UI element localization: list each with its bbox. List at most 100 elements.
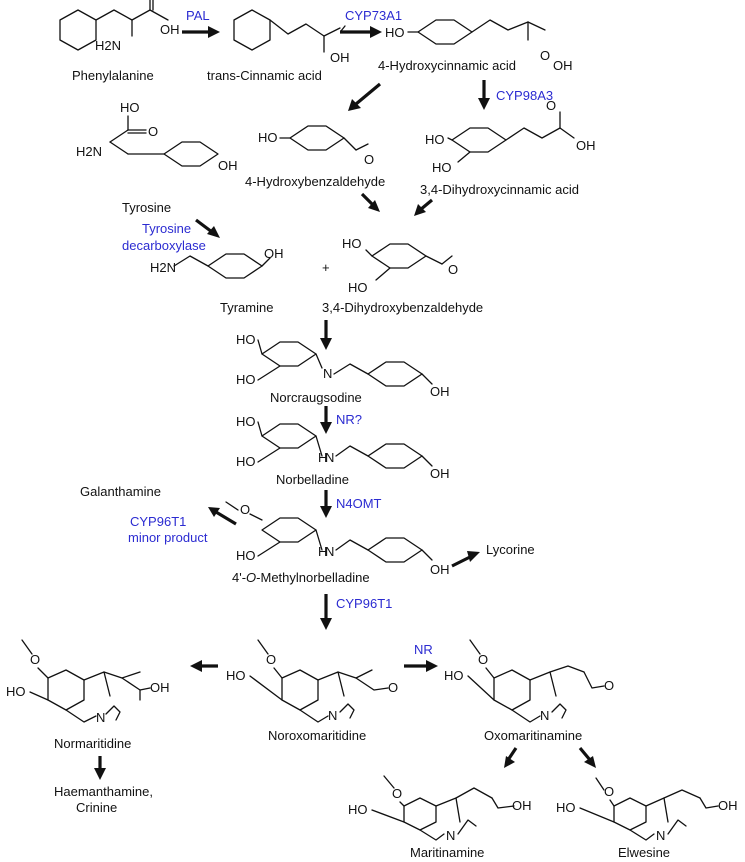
elwesine-structure: O HO OH N — [556, 777, 738, 843]
enzyme-cyp96t1-minor-1: CYP96T1 — [130, 514, 186, 529]
o-label: O — [240, 502, 250, 517]
amine-label: H2N — [150, 260, 176, 275]
o-label: O — [30, 652, 40, 667]
oh-label: OH — [718, 798, 738, 813]
ho-label: HO — [342, 236, 362, 251]
cyp96t1-arrow — [320, 594, 332, 630]
ho-label: HO — [444, 668, 464, 683]
oh-label: OH — [150, 680, 170, 695]
nr-q-arrow — [320, 406, 332, 434]
dihydroxybenzaldehyde-structure: HO HO O — [342, 236, 458, 295]
h-label: H — [318, 544, 327, 559]
dihydroxycinnamic-acid-label: 3,4-Dihydroxycinnamic acid — [420, 182, 579, 197]
o-label: O — [604, 784, 614, 799]
enzyme-cyp98a3: CYP98A3 — [496, 88, 553, 103]
hydroxybenzaldehyde-label: 4-Hydroxybenzaldehyde — [245, 174, 385, 189]
norbelladine-label: Norbelladine — [276, 472, 349, 487]
ho-label: HO — [236, 548, 256, 563]
dihydroxybenzaldehyde-label: 3,4-Dihydroxybenzaldehyde — [322, 300, 483, 315]
n-label: N — [656, 828, 665, 843]
haemanthamine-label-1: Haemanthamine, — [54, 784, 153, 799]
ho-label: HO — [348, 280, 368, 295]
o-label: O — [540, 48, 550, 63]
enzyme-nr: NR — [414, 642, 433, 657]
ho-label: HO — [258, 130, 278, 145]
oh-label: OH — [264, 246, 284, 261]
normaritidine-structure: O HO OH N — [6, 639, 170, 725]
lycorine-label: Lycorine — [486, 542, 535, 557]
tyramine-structure: H2N OH — [150, 246, 284, 279]
n-label: N — [325, 450, 334, 465]
tyrosine-label: Tyrosine — [122, 200, 171, 215]
hydroxycinnamic-acid-label: 4-Hydroxycinnamic acid — [378, 58, 516, 73]
hydroxycinnamic-structure: HO O — [385, 19, 550, 63]
noroxomaritidine-structure: O HO O N — [226, 639, 398, 723]
methylnorbelladine-structure: O HO H N OH — [225, 501, 450, 577]
trans-cinnamic-structure: OH — [233, 9, 350, 65]
o-label: O — [364, 152, 374, 167]
to-norcraugsodine-arrow — [320, 320, 332, 350]
h-label: H — [318, 450, 327, 465]
ho-label: HO — [120, 100, 140, 115]
enzyme-cyp96t1: CYP96T1 — [336, 596, 392, 611]
oh-label: OH — [330, 50, 350, 65]
tyramine-label: Tyramine — [220, 300, 273, 315]
to-elwesine-arrow — [578, 746, 596, 768]
ho-label: HO — [432, 160, 452, 175]
n-label: N — [446, 828, 455, 843]
ho-label: HO — [385, 25, 405, 40]
nr-arrow — [404, 660, 438, 672]
to-dihydroxybenzaldehyde-arrow-right — [414, 198, 434, 216]
to-normaritidine-arrow — [190, 660, 218, 672]
ho-label: HO — [348, 802, 368, 817]
normaritidine-label: Normaritidine — [54, 736, 131, 751]
n-label: N — [540, 708, 549, 723]
amine-label: H2N — [95, 38, 121, 53]
o-label: O — [478, 652, 488, 667]
oh-label: OH — [553, 58, 573, 73]
enzyme-cyp73a1: CYP73A1 — [345, 8, 402, 23]
to-maritinamine-arrow — [504, 747, 518, 768]
maritinamine-label: Maritinamine — [410, 845, 484, 860]
n-label: N — [96, 710, 105, 725]
tyrosine-decarboxylase-arrow — [195, 218, 220, 238]
hydroxybenzaldehyde-structure: HO O — [258, 125, 374, 167]
o-label: O — [604, 678, 614, 693]
o-label: O — [266, 652, 276, 667]
norcraugsodine-label: Norcraugsodine — [270, 390, 362, 405]
galanthamine-label: Galanthamine — [80, 484, 161, 499]
maritinamine-structure: O HO OH N — [348, 775, 532, 843]
oh-label: OH — [160, 22, 180, 37]
o-label: O — [388, 680, 398, 695]
dihydroxycinnamic-structure: HO HO O OH — [425, 98, 596, 175]
ho-label: HO — [556, 800, 576, 815]
amine-label: H2N — [76, 144, 102, 159]
enzyme-cyp96t1-minor-2: minor product — [128, 530, 208, 545]
plus-sign: + — [322, 260, 330, 275]
oxomaritinamine-label: Oxomaritinamine — [484, 728, 582, 743]
to-hydroxybenzaldehyde-arrow — [348, 82, 382, 111]
to-haemanthamine-arrow — [94, 756, 106, 780]
to-dihydroxybenzaldehyde-arrow-left — [360, 192, 380, 212]
oh-label: OH — [512, 798, 532, 813]
o-label: O — [148, 124, 158, 139]
oh-label: OH — [430, 466, 450, 481]
ho-label: HO — [6, 684, 26, 699]
ho-label: HO — [236, 332, 256, 347]
enzyme-pal: PAL — [186, 8, 210, 23]
oxomaritinamine-structure: O HO O N — [444, 639, 614, 723]
o-label: O — [546, 98, 556, 113]
o-label: O — [392, 786, 402, 801]
trans-cinnamic-acid-label: trans-Cinnamic acid — [207, 68, 322, 83]
n-label: N — [328, 708, 337, 723]
n-label: N — [323, 366, 332, 381]
enzyme-tyrosine-decarboxylase-2: decarboxylase — [122, 238, 206, 253]
elwesine-label: Elwesine — [618, 845, 670, 860]
tyrosine-structure: HO O H2N OH — [76, 100, 238, 173]
oh-label: OH — [576, 138, 596, 153]
n-label: N — [325, 544, 334, 559]
phenylalanine-structure: H2N OH — [59, 0, 180, 53]
to-lycorine-arrow — [451, 551, 480, 568]
haemanthamine-label-2: Crinine — [76, 800, 117, 815]
